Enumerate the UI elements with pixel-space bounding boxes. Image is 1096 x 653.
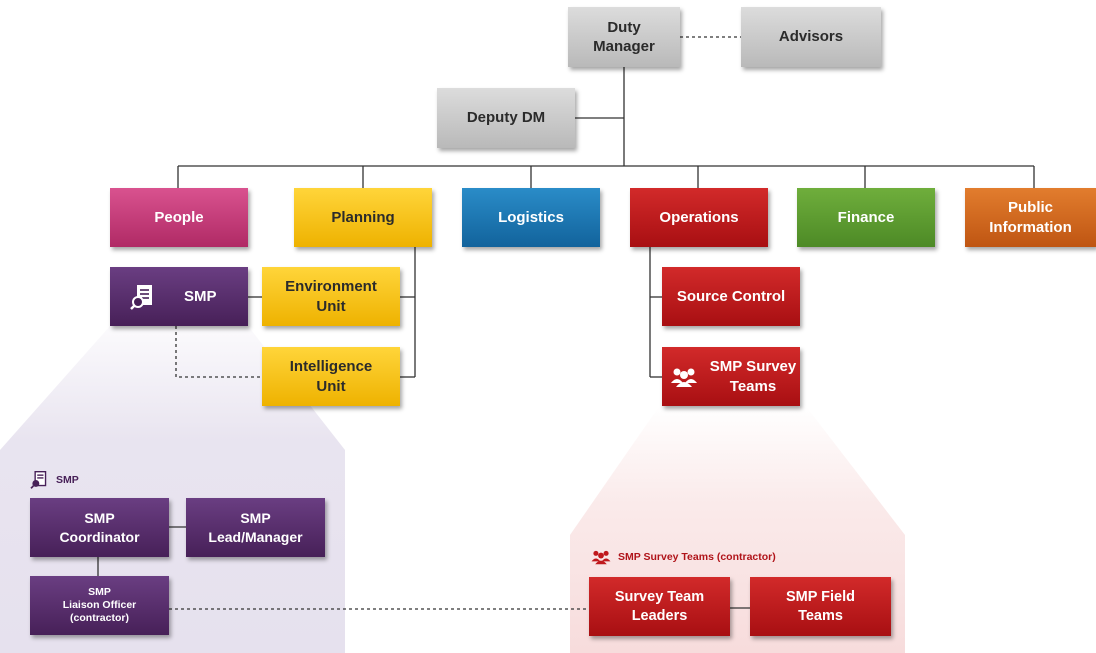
operations-box[interactable]: Operations	[630, 188, 768, 247]
document-search-icon	[130, 284, 152, 310]
intelligence-unit-box[interactable]: Intelligence Unit	[262, 347, 400, 406]
smp-liaison-officer-box[interactable]: SMP Liaison Officer (contractor)	[30, 576, 169, 635]
smp-liaison-line1: SMP	[88, 585, 111, 598]
people-label: People	[154, 208, 204, 226]
survey-panel-title: SMP Survey Teams (contractor)	[590, 549, 776, 565]
smp-survey-teams-box[interactable]: SMP Survey Teams	[662, 347, 800, 406]
dashed-connector	[175, 326, 262, 378]
operations-label: Operations	[659, 208, 739, 226]
duty-manager-label: Duty Manager	[593, 18, 655, 56]
finance-box[interactable]: Finance	[797, 188, 935, 247]
deputy-dm-label: Deputy DM	[466, 109, 546, 127]
smp-field-teams-box[interactable]: SMP Field Teams	[750, 577, 891, 636]
smp-panel-title: SMP	[30, 471, 79, 489]
logistics-box[interactable]: Logistics	[462, 188, 600, 247]
source-control-label: Source Control	[676, 287, 786, 305]
survey-team-leaders-box[interactable]: Survey Team Leaders	[589, 577, 730, 636]
duty-manager-box[interactable]: Duty Manager	[568, 7, 680, 67]
smp-coordinator-box[interactable]: SMP Coordinator	[30, 498, 169, 557]
finance-label: Finance	[837, 208, 895, 226]
deputy-dm-box[interactable]: Deputy DM	[437, 88, 575, 148]
planning-label: Planning	[331, 208, 395, 226]
advisors-label: Advisors	[778, 28, 844, 46]
smp-box[interactable]: SMP	[110, 267, 248, 326]
survey-panel-title-text: SMP Survey Teams (contractor)	[618, 551, 776, 563]
smp-label: SMP	[184, 287, 217, 305]
smp-field-teams-label: SMP Field Teams	[785, 588, 856, 624]
smp-lead-manager-box[interactable]: SMP Lead/Manager	[186, 498, 325, 557]
planning-box[interactable]: Planning	[294, 188, 432, 247]
smp-liaison-line2: Liaison Officer	[62, 598, 137, 611]
people-group-icon	[671, 368, 697, 387]
environment-unit-box[interactable]: Environment Unit	[262, 267, 400, 326]
smp-coordinator-label: SMP Coordinator	[59, 510, 140, 545]
public-information-label: Public Information	[989, 199, 1072, 236]
smp-panel-title-text: SMP	[56, 474, 79, 486]
smp-liaison-line3: (contractor)	[70, 612, 129, 625]
survey-team-leaders-label: Survey Team Leaders	[614, 588, 705, 624]
environment-unit-label: Environment Unit	[285, 278, 377, 315]
smp-survey-teams-label: SMP Survey Teams	[709, 358, 797, 395]
smp-panel-background	[0, 326, 345, 653]
smp-lead-manager-label: SMP Lead/Manager	[208, 510, 303, 545]
document-search-icon	[30, 471, 47, 489]
source-control-box[interactable]: Source Control	[662, 267, 800, 326]
logistics-label: Logistics	[498, 208, 564, 226]
intelligence-unit-label: Intelligence Unit	[289, 358, 373, 395]
public-information-box[interactable]: Public Information	[965, 188, 1096, 247]
people-box[interactable]: People	[110, 188, 248, 247]
advisors-box[interactable]: Advisors	[741, 7, 881, 67]
people-group-icon	[591, 550, 611, 565]
